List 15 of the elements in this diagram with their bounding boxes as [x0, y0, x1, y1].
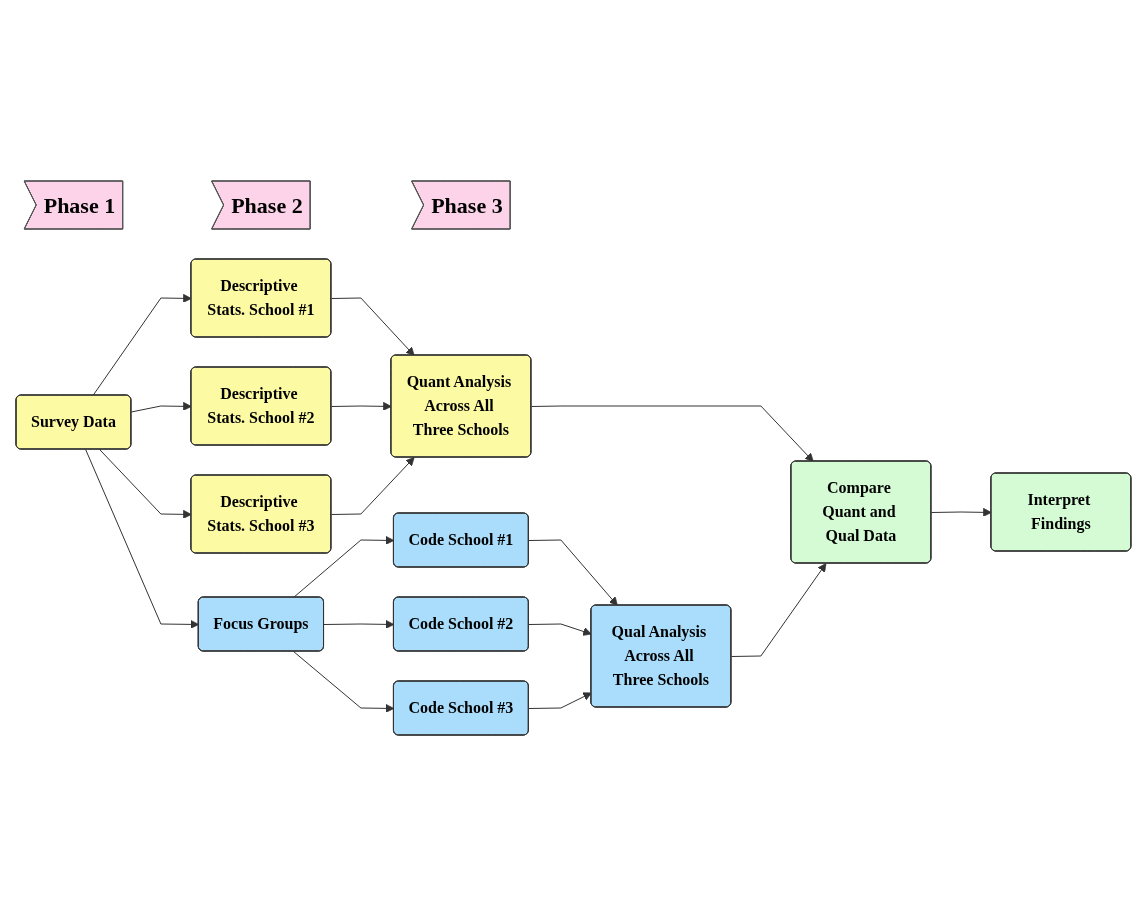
arrow: [130, 401, 192, 412]
arrow: [330, 456, 415, 515]
arrow: [528, 539, 618, 606]
arrow: [528, 691, 592, 709]
arrow: [92, 293, 192, 396]
arrow: [323, 619, 395, 629]
arrow: [293, 650, 395, 713]
arrow: [293, 535, 395, 598]
arrow: [330, 297, 415, 356]
arrow: [930, 507, 992, 517]
arrow: [85, 448, 200, 629]
arrow: [99, 448, 192, 519]
arrow: [730, 562, 827, 657]
arrow: [330, 401, 392, 411]
arrow: [528, 623, 592, 636]
